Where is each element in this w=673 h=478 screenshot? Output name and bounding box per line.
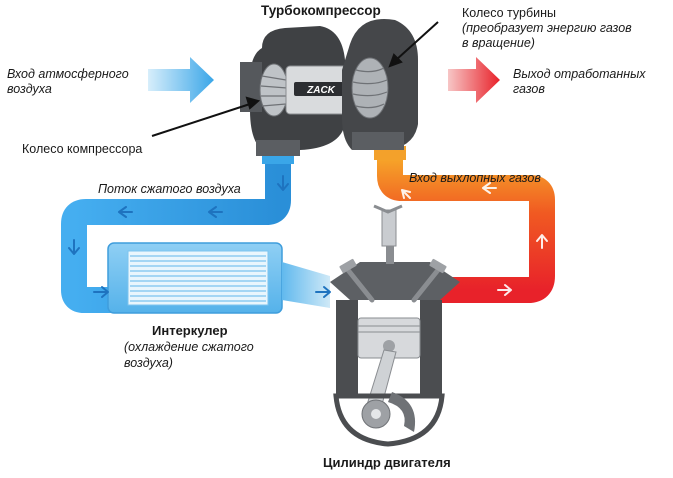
flow-arrow-icon	[68, 175, 331, 298]
intercooler	[107, 242, 330, 314]
exhaust-outlet-label-1: Выход отработанных	[513, 67, 646, 81]
exhaust-outlet-label-2: газов	[513, 82, 545, 96]
compressor-wheel-label: Колесо компрессора	[22, 142, 143, 156]
air-inlet-label-2: воздуха	[7, 82, 52, 96]
compressor-wheel	[259, 63, 289, 117]
turbocharger: ZACK	[240, 19, 418, 156]
exhaust-inlet-label: Вход выхлопных газов	[409, 171, 541, 185]
turbocharger-title: Турбокомпрессор	[261, 3, 381, 18]
turbine-wheel-label: Колесо турбины	[462, 6, 556, 20]
engine-cylinder	[330, 204, 460, 447]
flow-arrow-icon	[401, 182, 548, 296]
turbine-wheel-note-2: в вращение)	[462, 36, 535, 50]
turbine-wheel-note-1: (преобразует энергию газов	[462, 21, 632, 35]
logo-text: ZACK	[306, 85, 336, 96]
intercooler-note-1: (охлаждение сжатого	[124, 340, 254, 354]
intercooler-note-2: воздуха)	[124, 356, 173, 370]
turbine-wheel	[351, 57, 389, 119]
cylinder-label: Цилиндр двигателя	[323, 455, 451, 470]
pointer-lines	[151, 21, 439, 137]
air-inlet-arrow-icon	[148, 57, 214, 103]
compressed-air-flow-label: Поток сжатого воздуха	[98, 182, 241, 196]
intercooler-title: Интеркулер	[152, 323, 228, 338]
air-inlet-label-1: Вход атмосферного	[7, 67, 129, 81]
exhaust-outlet-arrow-icon	[448, 57, 500, 103]
